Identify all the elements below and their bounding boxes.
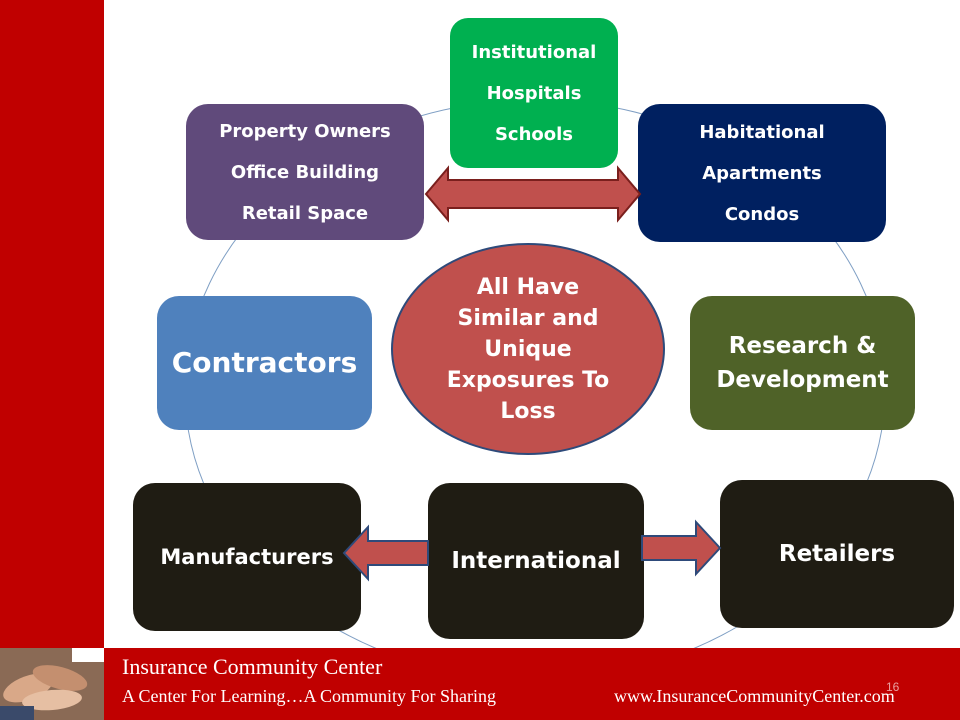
property-owners-label: Property Owners [219, 120, 391, 142]
property-owners-node: Property Owners Office Building Retail S… [186, 104, 424, 240]
teamwork-hands-image [0, 648, 104, 720]
habitational-label: Habitational [699, 121, 825, 143]
condos-label: Condos [724, 203, 800, 225]
left-sidebar-band [0, 0, 104, 648]
retailers-node: Retailers [720, 480, 954, 628]
organization-name: Insurance Community Center [122, 654, 383, 679]
tagline: A Center For Learning…A Community For Sh… [122, 686, 496, 706]
center-line-3: Unique [484, 336, 572, 362]
center-line-2: Similar and [457, 305, 599, 331]
retail-space-label: Retail Space [241, 202, 369, 224]
center-line-4: Exposures To [446, 367, 610, 393]
center-exposure-ellipse: All Have Similar and Unique Exposures To… [391, 243, 665, 455]
office-building-label: Office Building [230, 161, 380, 183]
institutional-label: Institutional [471, 41, 597, 63]
development-label: Development [716, 367, 889, 393]
institutional-node: Institutional Hospitals Schools [450, 18, 618, 168]
center-line-5: Loss [500, 398, 556, 424]
manufacturers-node: Manufacturers [133, 483, 361, 631]
contractors-node: Contractors [157, 296, 372, 430]
international-label: International [451, 547, 621, 574]
footer-band: Insurance Community Center A Center For … [0, 648, 960, 720]
hospitals-label: Hospitals [486, 82, 582, 104]
manufacturers-label: Manufacturers [160, 544, 334, 569]
retailers-label: Retailers [778, 540, 896, 567]
international-node: International [428, 483, 644, 639]
schools-label: Schools [494, 123, 574, 145]
habitational-node: Habitational Apartments Condos [638, 104, 886, 242]
center-line-1: All Have [476, 274, 580, 300]
website-url: www.InsuranceCommunityCenter.com [614, 686, 895, 706]
apartments-label: Apartments [702, 162, 822, 184]
research-development-node: Research & Development [690, 296, 915, 430]
slide-number: 16 [886, 680, 900, 694]
research-label: Research & [728, 333, 877, 359]
contractors-label: Contractors [171, 346, 358, 379]
